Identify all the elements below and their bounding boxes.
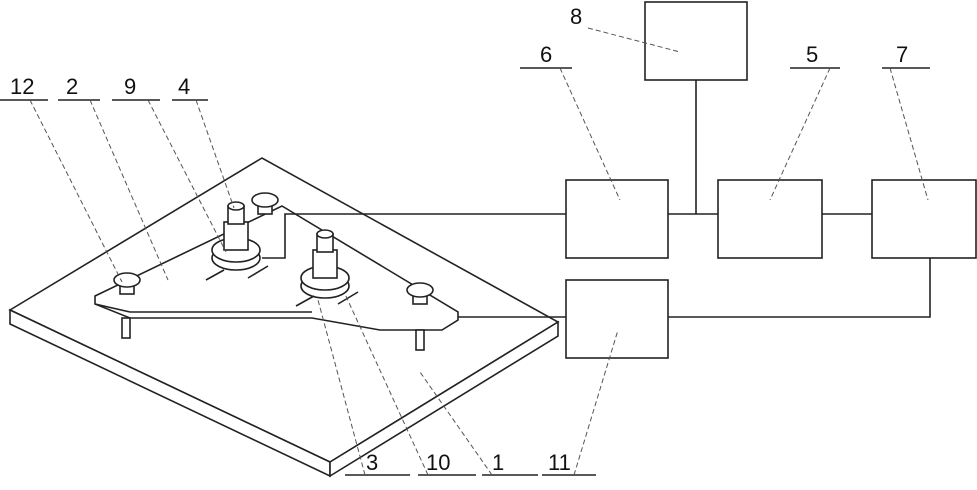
label-3: 3 bbox=[366, 450, 378, 475]
triangular-bracket bbox=[94, 205, 459, 351]
label-6: 6 bbox=[540, 42, 552, 67]
sensor-unit-1 bbox=[205, 201, 269, 281]
wiring bbox=[262, 80, 931, 318]
label-4: 4 bbox=[178, 74, 190, 99]
label-5: 5 bbox=[806, 42, 818, 67]
label-9: 9 bbox=[124, 74, 136, 99]
leader-lines bbox=[0, 27, 930, 476]
label-1: 1 bbox=[492, 450, 504, 475]
block-11 bbox=[565, 279, 669, 359]
block-8 bbox=[644, 1, 748, 81]
label-8: 8 bbox=[570, 4, 582, 29]
label-12: 12 bbox=[10, 74, 34, 99]
label-2: 2 bbox=[66, 74, 78, 99]
label-11: 11 bbox=[548, 450, 571, 475]
block-7 bbox=[871, 179, 977, 259]
label-10: 10 bbox=[426, 450, 450, 475]
block-6 bbox=[565, 179, 669, 259]
label-7: 7 bbox=[896, 42, 908, 67]
knobs bbox=[113, 192, 434, 305]
sensor-unit-2 bbox=[295, 229, 359, 307]
block-5 bbox=[717, 179, 823, 259]
